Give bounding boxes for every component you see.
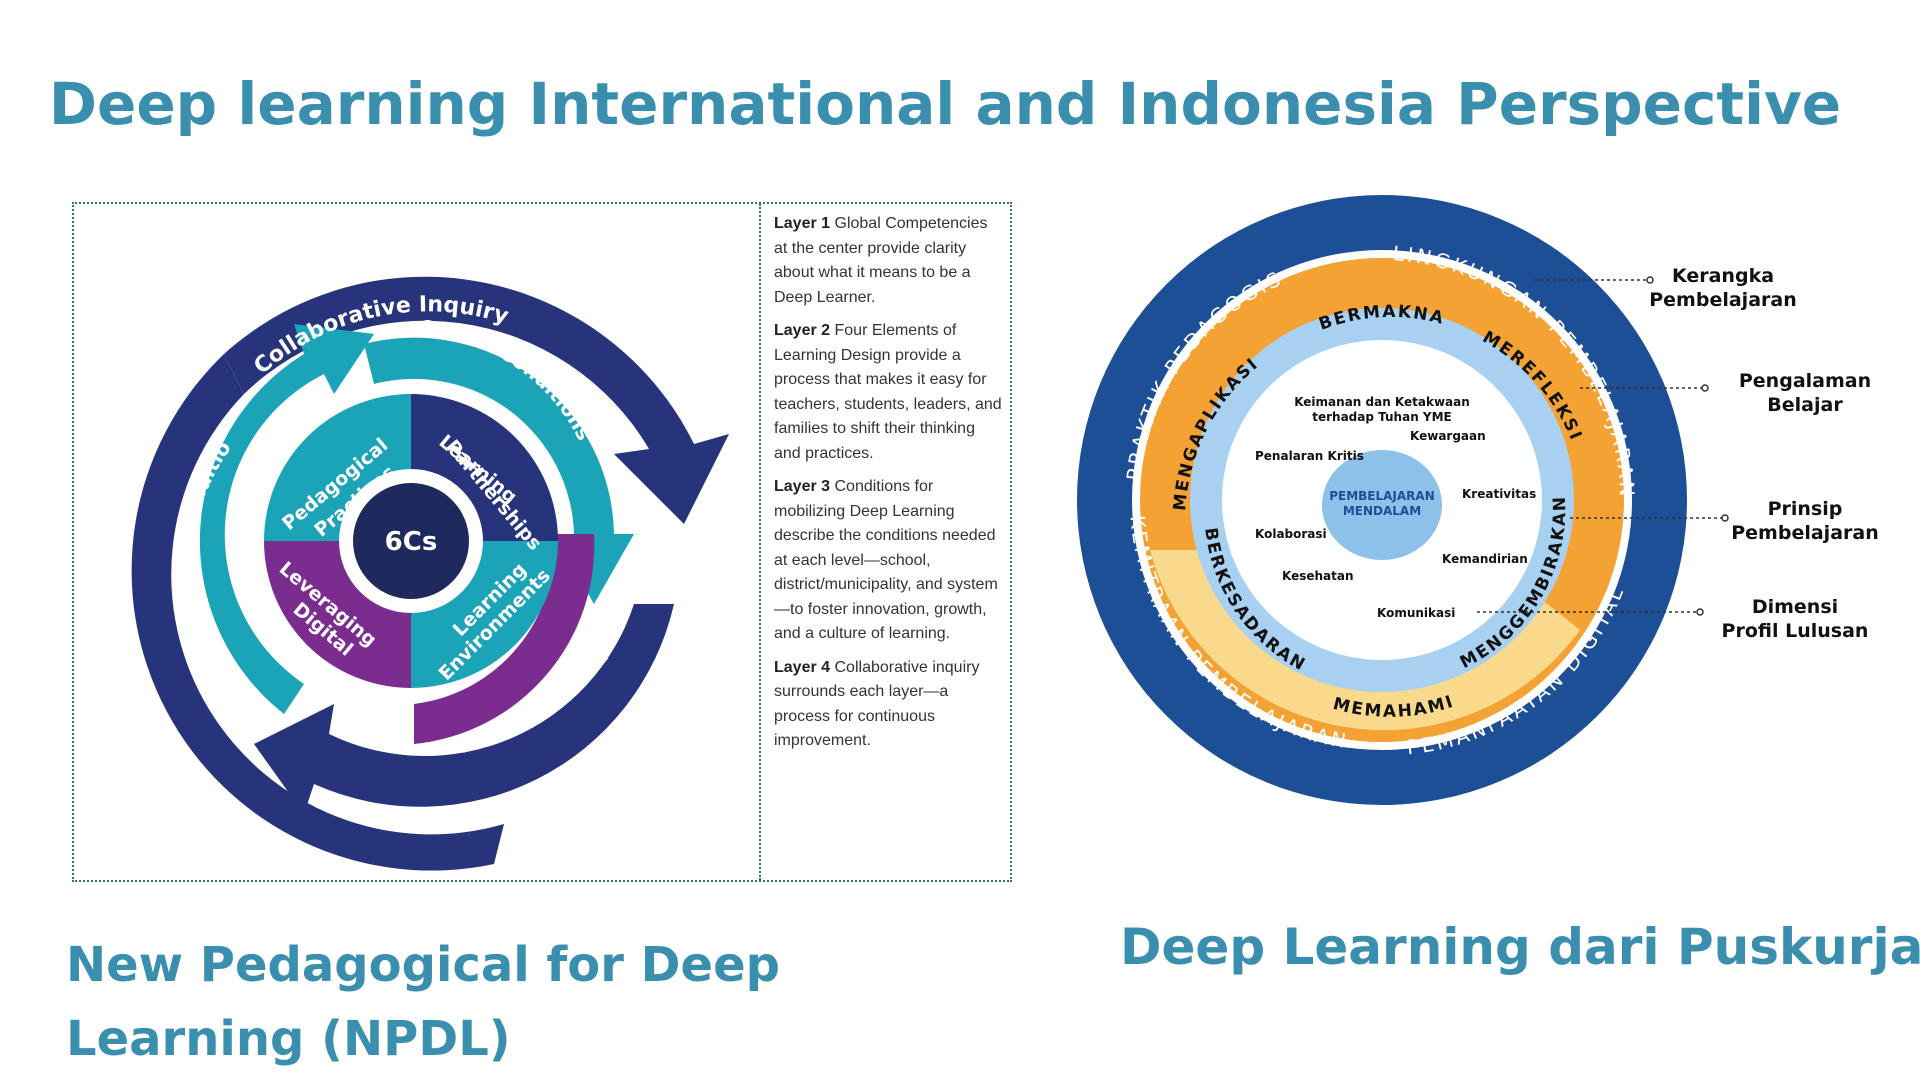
legend-3-line-1: Prinsip bbox=[1768, 498, 1843, 520]
yellow-ring-segment bbox=[1150, 550, 1580, 731]
legend-3-line-2: Pembelajaran bbox=[1731, 522, 1878, 544]
callout-dot-3 bbox=[1721, 514, 1729, 522]
collaborative-inquiry-ring bbox=[224, 276, 729, 524]
legend-1-line-1: Kerangka bbox=[1672, 265, 1774, 287]
dim-penalaran: Penalaran Kritis bbox=[1255, 449, 1364, 463]
dim-keimanan-1: Keimanan dan Ketakwaan bbox=[1294, 395, 1470, 409]
npdl-diagram: 6Cs Collaborative Inquiry District Condi… bbox=[74, 204, 729, 871]
puskurjar-diagram: PEMBELAJARAN MENDALAM PRAKTIK PEDAGOGIS … bbox=[1077, 195, 1879, 805]
legend-1-line-2: Pembelajaran bbox=[1649, 289, 1796, 311]
callout-dot-4 bbox=[1696, 608, 1704, 616]
dim-kemandirian: Kemandirian bbox=[1442, 552, 1528, 566]
center-line-1: PEMBELAJARAN bbox=[1329, 489, 1435, 503]
npdl-panel: 6Cs Collaborative Inquiry District Condi… bbox=[72, 202, 1012, 882]
callout-dot-1 bbox=[1646, 276, 1654, 284]
system-conditions-ring bbox=[199, 324, 374, 714]
dim-komunikasi: Komunikasi bbox=[1377, 606, 1455, 620]
layer-2: Layer 2 Four Elements of Learning Design… bbox=[774, 319, 1004, 466]
layer-4-text: Collaborative inquiry surrounds each lay… bbox=[774, 658, 980, 750]
puskurjar-caption: Deep Learning dari Puskurjar bbox=[1120, 918, 1920, 976]
center-ellipse bbox=[1322, 450, 1442, 560]
layers-description: Layer 1 Global Competencies at the cente… bbox=[774, 212, 1004, 763]
dim-kreativitas: Kreativitas bbox=[1462, 487, 1536, 501]
layer-3-text: Conditions for mobilizing Deep Learning … bbox=[774, 478, 998, 642]
layer-1-heading: Layer 1 bbox=[774, 215, 831, 232]
dim-kolaborasi: Kolaborasi bbox=[1255, 527, 1327, 541]
outer-left-ring bbox=[131, 354, 504, 871]
layer-1-text: Global Competencies at the center provid… bbox=[774, 215, 988, 306]
center-label: 6Cs bbox=[385, 527, 438, 557]
center-circle bbox=[353, 483, 469, 599]
legend-4-line-2: Profil Lulusan bbox=[1722, 620, 1869, 642]
npdl-caption: New Pedagogical for Deep Learning (NPDL) bbox=[66, 937, 780, 1067]
legend-4-line-1: Dimensi bbox=[1752, 596, 1838, 618]
center-line-2: MENDALAM bbox=[1343, 504, 1421, 518]
page-title: Deep learning International and Indonesi… bbox=[48, 70, 1842, 138]
callout-dot-2 bbox=[1701, 384, 1709, 392]
layer-2-text: Four Elements of Learning Design provide… bbox=[774, 322, 1002, 462]
layer-1: Layer 1 Global Competencies at the cente… bbox=[774, 212, 1004, 310]
dim-kesehatan: Kesehatan bbox=[1282, 569, 1354, 583]
layer-3: Layer 3 Conditions for mobilizing Deep L… bbox=[774, 475, 1004, 647]
legend-2-line-2: Belajar bbox=[1767, 394, 1843, 416]
dim-kewargaan: Kewargaan bbox=[1410, 429, 1486, 443]
district-conditions-ring bbox=[254, 604, 674, 814]
panel-divider bbox=[759, 204, 761, 880]
dim-keimanan-2: terhadap Tuhan YME bbox=[1312, 410, 1452, 424]
legend-2-line-1: Pengalaman bbox=[1739, 370, 1871, 392]
layer-4: Layer 4 Collaborative inquiry surrounds … bbox=[774, 656, 1004, 754]
layer-3-heading: Layer 3 bbox=[774, 478, 831, 495]
layer-2-heading: Layer 2 bbox=[774, 322, 831, 339]
layer-4-heading: Layer 4 bbox=[774, 658, 831, 676]
